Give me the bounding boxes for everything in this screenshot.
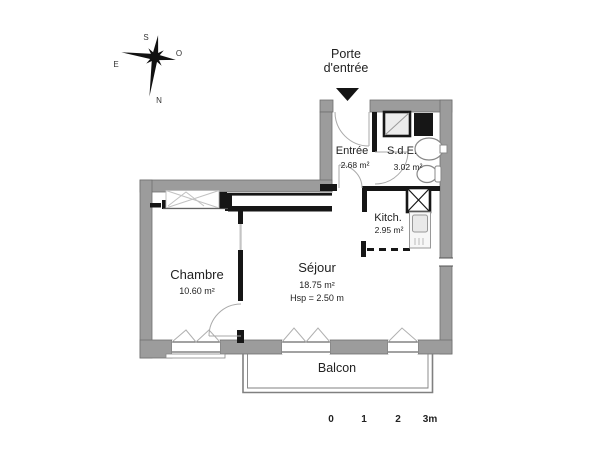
balcony-outline xyxy=(242,354,434,394)
wall-right xyxy=(439,99,453,355)
room-label-chambre: Chambre xyxy=(170,267,224,282)
right-wall-vent xyxy=(439,257,453,267)
room-area-sde: 3.02 m² xyxy=(393,162,423,172)
kitchen-left-wall-bottom xyxy=(361,241,366,257)
room-label-kitchen: Kitch. xyxy=(374,212,402,224)
room-label-sejour: Séjour xyxy=(298,260,336,275)
kitchen-sink-unit xyxy=(409,211,431,249)
sejour-top-wall xyxy=(228,206,332,212)
room-label-sde: S.d.E. xyxy=(387,145,417,157)
partition-top xyxy=(238,211,243,224)
chambre-window xyxy=(165,329,226,359)
kitchen-duct-box xyxy=(405,186,432,214)
closet-right-post xyxy=(219,192,227,209)
entrance-door xyxy=(334,111,370,147)
fixtures xyxy=(163,110,448,249)
entrance-door-label: Porte d'entrée xyxy=(301,47,391,75)
compass-label-o: O xyxy=(176,49,182,58)
wall-top-entrance-left-stub xyxy=(319,99,334,113)
balcony-inner-line xyxy=(247,354,429,389)
partition-mid xyxy=(238,250,243,301)
room-label-balcon: Balcon xyxy=(317,361,357,375)
room-label-entree: Entrée xyxy=(335,145,369,157)
closet-left-post xyxy=(162,200,168,209)
chambre-window-sill xyxy=(165,353,226,359)
shower xyxy=(382,110,412,138)
compass-label-s: S xyxy=(143,33,148,42)
scale-tick-2: 2 xyxy=(395,414,401,425)
compass-label-n: N xyxy=(156,96,162,105)
partition-sliding-panel xyxy=(239,224,242,250)
room-area-kitchen: 2.95 m² xyxy=(374,225,404,235)
entrance-door-label-line1: Porte xyxy=(331,47,361,61)
entrance-door-label-line2: d'entrée xyxy=(323,61,369,75)
void-top-line xyxy=(225,193,332,196)
sejour-french-window-1 xyxy=(281,327,331,354)
entree-doorway-left-cap xyxy=(320,184,337,191)
room-ceiling-height-sejour: Hsp = 2.50 m xyxy=(290,293,344,303)
entree-bottom-wall xyxy=(362,186,440,191)
wall-bottom-seg2 xyxy=(219,339,283,355)
toilet xyxy=(416,164,442,184)
doors xyxy=(208,111,409,337)
kitchen-left-wall-top xyxy=(362,191,367,212)
chambre-door xyxy=(208,303,242,337)
room-area-sejour: 18.75 m² xyxy=(299,280,335,290)
wall-bottom-right-corner xyxy=(417,339,453,355)
room-area-entree: 2.68 m² xyxy=(340,160,370,170)
scale-tick-3: 3m xyxy=(422,414,438,425)
entrance-arrow-icon xyxy=(336,88,359,101)
scale-tick-0: 0 xyxy=(328,414,334,425)
void-left-cap xyxy=(225,193,232,211)
sde-door xyxy=(374,151,409,185)
sde-duct-column xyxy=(414,113,433,136)
compass-rose-icon: S O E N xyxy=(113,33,182,105)
sejour-french-window-2 xyxy=(387,327,419,354)
windows xyxy=(165,327,419,359)
wall-bottom-seg3 xyxy=(329,339,389,355)
left-wall-tick xyxy=(150,203,161,208)
inner-walls xyxy=(150,112,440,343)
sde-divider-wall xyxy=(372,112,377,152)
scale-tick-1: 1 xyxy=(361,414,367,425)
room-area-chambre: 10.60 m² xyxy=(179,286,215,296)
entree-sejour-door xyxy=(338,164,363,189)
compass-label-e: E xyxy=(113,60,118,69)
chambre-closet xyxy=(163,190,228,210)
washbasin xyxy=(414,137,448,161)
balcony-outer-line xyxy=(242,354,434,394)
